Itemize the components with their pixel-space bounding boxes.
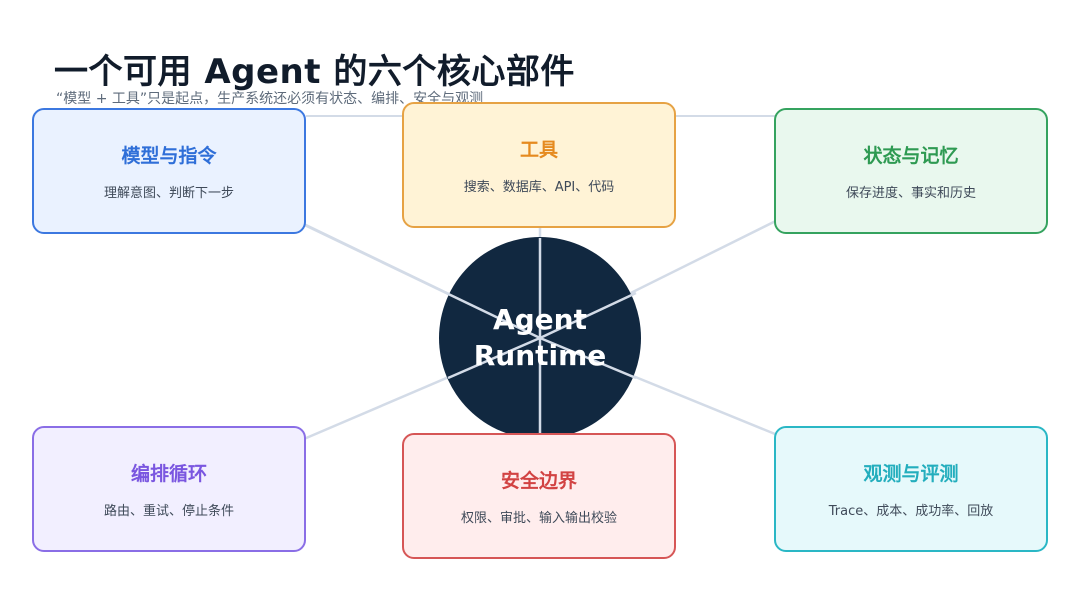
component-card-tools: 工具 搜索、数据库、API、代码	[402, 102, 676, 228]
component-title-state: 状态与记忆	[863, 145, 959, 167]
page-subtitle: “模型 + 工具”只是起点，生产系统还必须有状态、编排、安全与观测	[56, 91, 484, 107]
component-desc-tools: 搜索、数据库、API、代码	[463, 180, 615, 195]
hub-spoke-f	[539, 336, 637, 380]
component-card-orchestration: 编排循环 路由、重试、停止条件	[32, 426, 306, 552]
component-desc-model: 理解意图、判断下一步	[103, 186, 234, 201]
component-title-model: 模型与指令	[121, 145, 217, 167]
component-desc-state: 保存进度、事实和历史	[845, 186, 976, 201]
component-title-tools: 工具	[519, 139, 558, 161]
component-card-safety: 安全边界 权限、审批、输入输出校验	[402, 433, 676, 559]
page-title: 一个可用 Agent 的六个核心部件	[54, 52, 575, 92]
hub-spoke-a	[289, 216, 541, 340]
hub-spoke-d	[447, 336, 541, 380]
component-title-safety: 安全边界	[500, 470, 577, 492]
component-desc-safety: 权限、审批、输入输出校验	[460, 511, 617, 526]
component-card-observability: 观测与评测 Trace、成本、成功率、回放	[774, 426, 1048, 552]
component-title-orchestration: 编排循环	[130, 463, 207, 485]
hub-spoke-c	[539, 291, 637, 340]
component-card-model: 模型与指令 理解意图、判断下一步	[32, 108, 306, 234]
component-title-observability: 观测与评测	[863, 463, 959, 485]
component-card-state: 状态与记忆 保存进度、事实和历史	[774, 108, 1048, 234]
component-desc-orchestration: 路由、重试、停止条件	[103, 504, 234, 519]
component-desc-observability: Trace、成本、成功率、回放	[828, 504, 994, 519]
